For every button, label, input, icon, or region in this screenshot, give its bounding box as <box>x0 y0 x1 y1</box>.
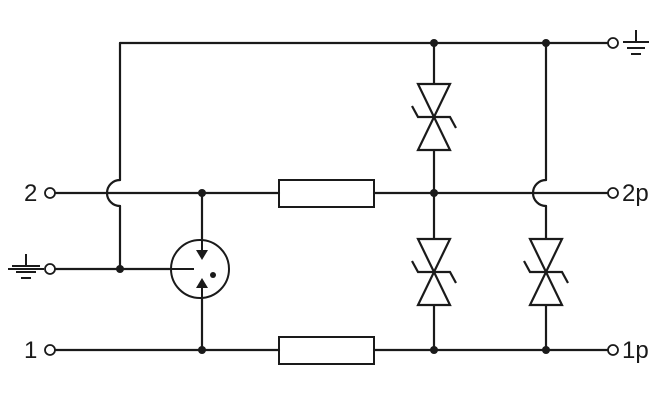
junction-node <box>430 39 438 47</box>
terminal-1 <box>44 344 56 356</box>
terminal-ground-right <box>607 37 619 49</box>
label-terminal-1p: 1p <box>622 337 649 364</box>
junction-node <box>542 39 550 47</box>
junction-node <box>116 265 124 273</box>
right-crossover-hop <box>531 178 548 208</box>
junction-node <box>198 189 206 197</box>
junction-node <box>198 346 206 354</box>
resistor-line-1 <box>278 336 375 365</box>
ground-icon <box>623 30 649 55</box>
junction-node <box>430 189 438 197</box>
junction-node <box>430 346 438 354</box>
tvs-diode-2-lower <box>523 237 569 307</box>
label-terminal-2p: 2p <box>622 180 649 207</box>
tvs-diode-1-upper <box>411 82 457 152</box>
terminal-2 <box>44 187 56 199</box>
junction-node <box>542 346 550 354</box>
gas-discharge-tube <box>170 239 230 299</box>
terminal-2p <box>607 187 619 199</box>
ground-icon <box>8 254 44 279</box>
resistor-line-2 <box>278 179 375 208</box>
label-terminal-2: 2 <box>24 180 37 207</box>
terminal-ground-left <box>44 263 56 275</box>
terminal-1p <box>607 344 619 356</box>
tvs-diode-1-lower <box>411 237 457 307</box>
label-terminal-1: 1 <box>24 337 37 364</box>
